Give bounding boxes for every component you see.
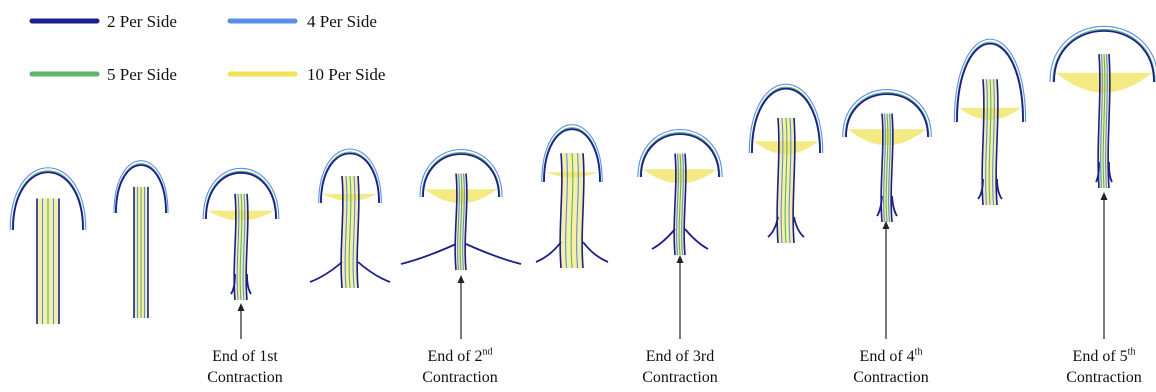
oral-arm-right <box>685 229 708 249</box>
caption-5-line2: Contraction <box>1066 367 1142 388</box>
arrow-contraction-4 <box>883 221 890 339</box>
caption-4-line1: End of 4 <box>860 348 915 365</box>
caption-5-sup: th <box>1128 347 1136 358</box>
jellyfish-snapshot-11 <box>1050 26 1156 188</box>
jellyfish-snapshot-5 <box>401 150 521 270</box>
oral-arm-left <box>401 244 456 264</box>
oral-arm-left <box>310 262 342 282</box>
jellyfish-snapshot-3 <box>203 168 279 300</box>
arrow-contraction-5 <box>1101 192 1108 339</box>
oral-arm-left <box>536 242 561 262</box>
arrow-contraction-1 <box>238 303 245 339</box>
arrow-contraction-3 <box>677 255 684 339</box>
caption-4-line2: Contraction <box>853 367 929 388</box>
jellyfish-snapshots <box>10 26 1156 324</box>
caption-contraction-1: End of 1st Contraction <box>207 346 283 388</box>
caption-3-line1: End of 3rd <box>646 348 714 365</box>
oral-arm-right <box>892 196 897 216</box>
oral-arm-right <box>794 217 804 237</box>
jellyfish-snapshot-6 <box>536 125 608 268</box>
oral-arm-right <box>466 244 521 264</box>
caption-2-sup: nd <box>483 347 493 358</box>
legend-label-5-per-side: 5 Per Side <box>107 65 177 84</box>
legend-label-4-per-side: 4 Per Side <box>307 12 377 31</box>
caption-contraction-4: End of 4th Contraction <box>853 346 929 388</box>
legend-entry-2-per-side: 2 Per Side <box>32 12 177 31</box>
oral-arm-left <box>768 217 778 237</box>
jellyfish-snapshot-7 <box>638 130 722 255</box>
jellyfish-snapshot-10 <box>954 39 1025 205</box>
oral-arm-right <box>997 179 1002 199</box>
caption-contraction-3: End of 3rd Contraction <box>642 346 718 388</box>
legend-entry-4-per-side: 4 Per Side <box>230 12 377 31</box>
caption-1-line2: Contraction <box>207 367 283 388</box>
caption-1-line1: End of 1st <box>212 348 278 365</box>
legend-entry-5-per-side: 5 Per Side <box>32 65 177 84</box>
oral-arm-right <box>358 262 390 282</box>
caption-4-sup: th <box>915 347 923 358</box>
contraction-arrows <box>238 192 1108 339</box>
caption-contraction-2: End of 2nd Contraction <box>422 346 498 388</box>
legend-label-2-per-side: 2 Per Side <box>107 12 177 31</box>
oral-arm-right <box>583 242 608 262</box>
oral-arm-right <box>247 274 251 294</box>
jellyfish-snapshot-2 <box>114 161 168 318</box>
arrow-contraction-2 <box>458 275 465 339</box>
caption-2-line1: End of 2 <box>427 348 482 365</box>
caption-2-line2: Contraction <box>422 367 498 388</box>
jellyfish-snapshot-9 <box>843 90 932 222</box>
legend: 2 Per Side 4 Per Side 5 Per Side 10 Per … <box>32 12 385 84</box>
jellyfish-snapshot-8 <box>749 84 822 243</box>
legend-entry-10-per-side: 10 Per Side <box>230 65 385 84</box>
caption-contraction-5: End of 5th Contraction <box>1066 346 1142 388</box>
oral-arm-left <box>652 229 675 249</box>
jellyfish-snapshot-1 <box>10 168 86 324</box>
legend-label-10-per-side: 10 Per Side <box>307 65 385 84</box>
caption-5-line1: End of 5 <box>1073 348 1128 365</box>
oral-arm-right <box>1109 162 1112 182</box>
jellyfish-snapshot-4 <box>310 149 390 288</box>
caption-3-line2: Contraction <box>642 367 718 388</box>
